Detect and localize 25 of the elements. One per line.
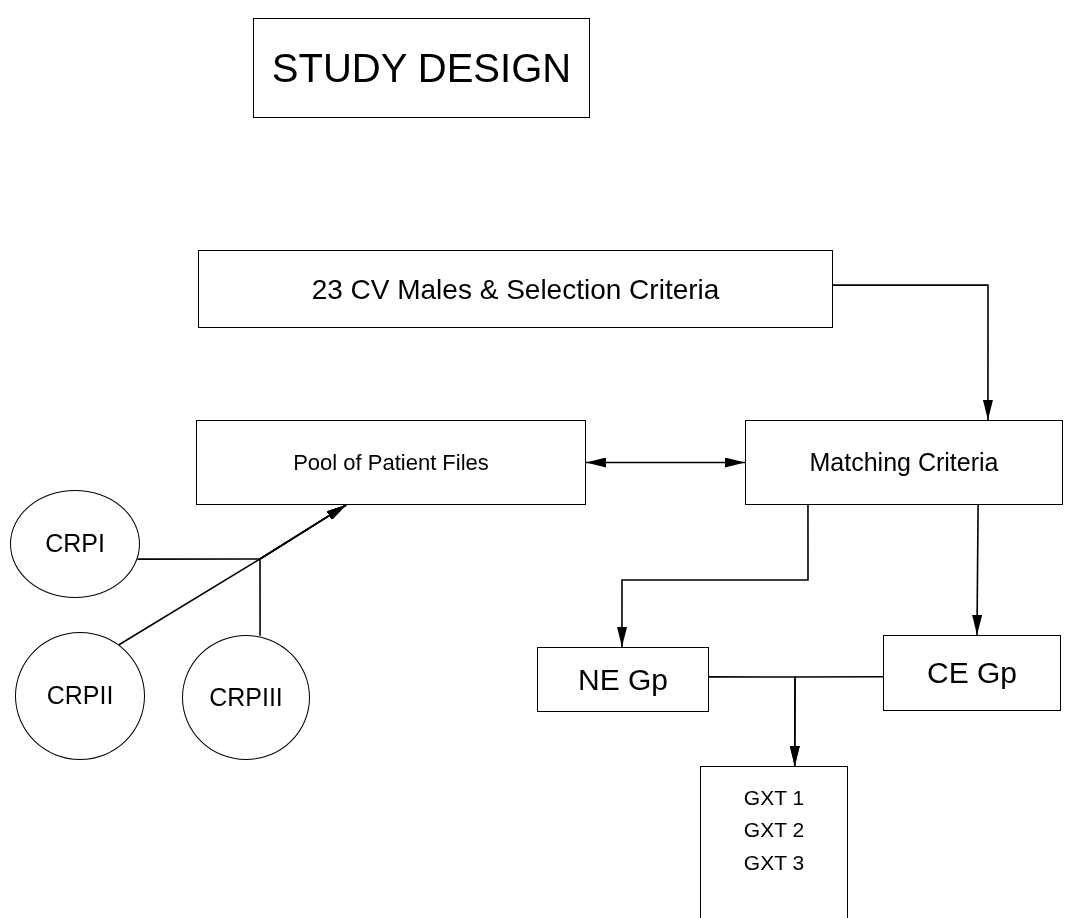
arrow <box>617 504 809 648</box>
arrow <box>585 457 746 468</box>
process-box <box>745 420 1063 505</box>
node-text: STUDY DESIGN <box>271 45 572 92</box>
node-text: CE Gp <box>927 655 1017 692</box>
process-box <box>883 635 1061 711</box>
arrow <box>259 504 347 637</box>
arrow <box>832 284 993 421</box>
node-text: GXT 2 <box>743 817 805 844</box>
process-box <box>700 766 848 918</box>
node-text: CRPII <box>46 680 114 712</box>
node-text: Pool of Patient Files <box>293 448 489 477</box>
node-text: GXT 3 <box>743 849 805 876</box>
process-box <box>198 250 833 328</box>
arrow <box>972 504 983 636</box>
node-text: CRPI <box>45 528 105 560</box>
arrow <box>789 676 884 767</box>
node-text: CRPIII <box>209 681 283 713</box>
title-box <box>253 18 590 118</box>
process-box <box>196 420 586 505</box>
node-text: NE Gp <box>578 661 668 698</box>
node-text: 23 CV Males & Selection Criteria <box>311 272 720 307</box>
node-text: Matching Criteria <box>809 446 999 478</box>
node-text: GXT 1 <box>743 785 805 811</box>
process-box <box>537 647 709 712</box>
